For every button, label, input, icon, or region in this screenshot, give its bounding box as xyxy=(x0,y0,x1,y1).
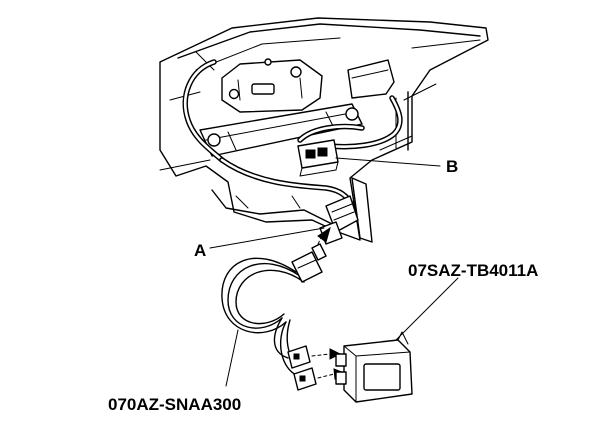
control-unit xyxy=(335,331,413,403)
mounting-bracket xyxy=(199,58,395,157)
leader-lines xyxy=(209,157,459,387)
callout-label-b: B xyxy=(446,157,458,176)
accessory-harness xyxy=(221,243,327,377)
callout-label-a: A xyxy=(194,241,206,260)
unit-connectors xyxy=(287,345,317,391)
connector-b xyxy=(297,139,339,177)
part-number-harness: 070AZ-SNAA300 xyxy=(108,395,241,414)
part-number-control-unit: 07SAZ-TB4011A xyxy=(408,261,538,280)
